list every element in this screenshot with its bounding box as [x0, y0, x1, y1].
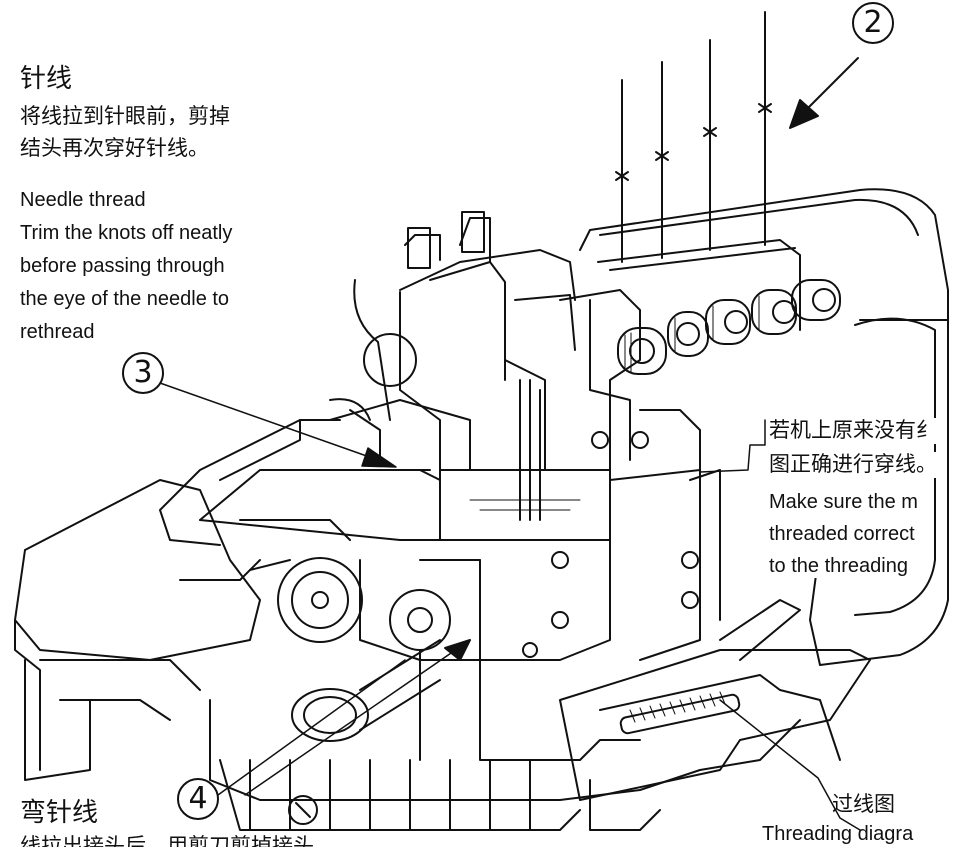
note-zh-line2: 图正确进行穿线。	[769, 452, 937, 478]
note-en-line1: Make sure the m	[769, 490, 918, 515]
looper-thread-title-zh: 弯针线	[20, 798, 99, 828]
tension-knobs	[617, 279, 841, 375]
needle-thread-body-en-line2: before passing through	[20, 255, 225, 277]
presser-foot-arm	[159, 398, 381, 581]
callout-4: 4	[177, 778, 219, 820]
machine-base	[209, 699, 701, 831]
work-table	[14, 479, 261, 781]
looper-mechanism	[249, 557, 471, 761]
thread-lines	[615, 11, 772, 263]
machine-body	[199, 211, 721, 761]
needle-thread-title-zh: 针线	[20, 64, 73, 94]
arrow-2	[789, 57, 859, 129]
machine-housing	[579, 188, 949, 666]
threading-diagram-label-en: Threading diagra	[762, 823, 914, 845]
needle-thread-body-en-line3: the eye of the needle to	[20, 288, 230, 310]
needle-thread-body-en-line1: Trim the knots off neatly	[20, 222, 233, 244]
needle-thread-body-en-line4: rethread	[20, 321, 95, 343]
needle-thread-body-zh-line2: 结头再次穿好针线。	[20, 136, 209, 160]
note-zh-line1: 若机上原来没有纟	[769, 418, 937, 444]
leader-lines	[159, 382, 861, 831]
looper-thread-body-zh: 线拉出接头后，用剪刀剪掉接头	[20, 834, 314, 847]
note-en-line2: threaded correct	[769, 522, 915, 547]
callout-2: 2	[852, 2, 894, 44]
callout-3: 3	[122, 352, 164, 394]
threading-diagram-label-zh: 过线图	[832, 792, 895, 816]
needle-thread-title-en: Needle thread	[20, 189, 146, 211]
note-en-line3: to the threading	[769, 554, 908, 579]
threading-cover	[559, 599, 871, 801]
needle-thread-body-zh-line1: 将线拉到针眼前，剪掉	[20, 104, 230, 128]
